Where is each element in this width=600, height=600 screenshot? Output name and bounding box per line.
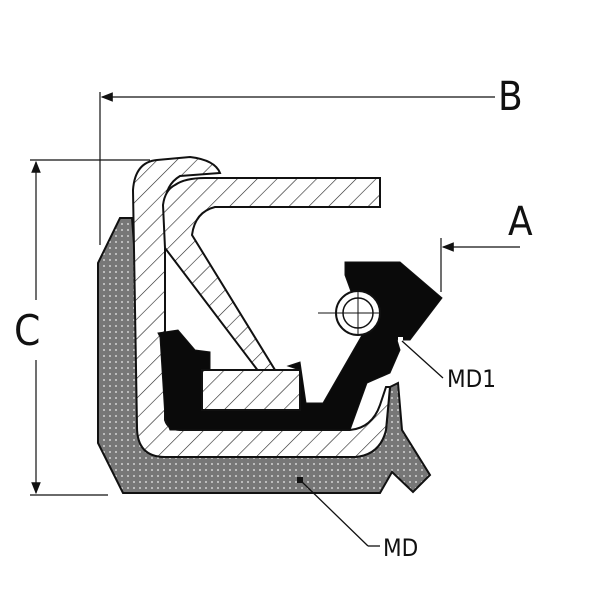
dim-c-label: C <box>14 306 40 355</box>
garter-spring <box>318 290 381 336</box>
md-label: MD <box>383 534 418 562</box>
dim-b-label: B <box>498 74 523 120</box>
dimension-b: B <box>99 74 523 245</box>
dim-a-label: A <box>508 199 533 245</box>
metal-case <box>131 155 392 458</box>
dimension-a: A <box>440 199 533 292</box>
insert-block <box>201 369 301 411</box>
inner-metal-insert <box>161 177 381 378</box>
md1-label: MD1 <box>447 365 496 393</box>
md-callout: MD <box>297 477 418 562</box>
md1-callout: MD1 <box>398 337 496 393</box>
dimension-c: C <box>14 159 150 496</box>
